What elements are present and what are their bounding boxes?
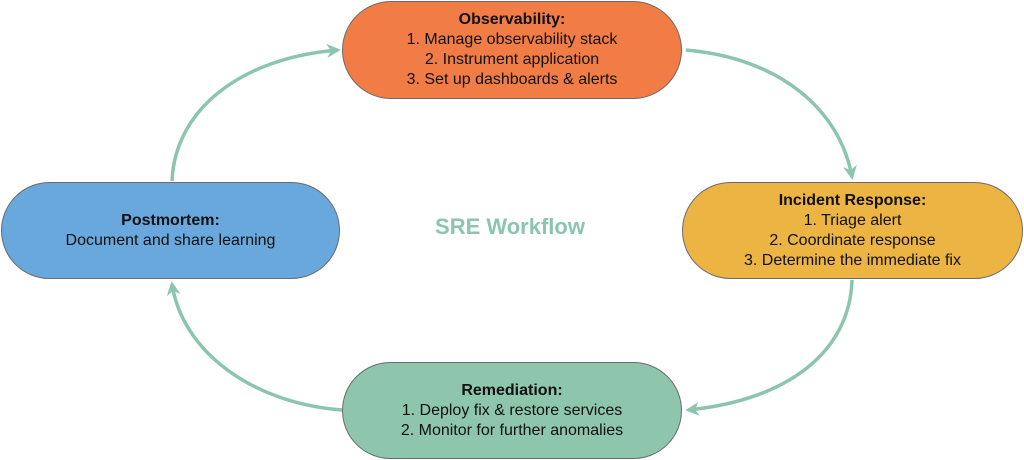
diagram-title: SRE Workflow (435, 214, 585, 239)
node-remediation[interactable]: Remediation: 1. Deploy fix & restore ser… (342, 362, 682, 459)
arrow-postmortem-to-observability (170, 43, 341, 182)
node-title: Postmortem: (121, 211, 220, 229)
node-line: 1. Manage observability stack (406, 31, 618, 48)
node-line: 2. Monitor for further anomalies (400, 421, 624, 439)
arrow-observability-to-incident-response (685, 48, 857, 180)
node-observability[interactable]: Observability: 1. Manage observability s… (342, 1, 682, 99)
node-line: 1. Deploy fix & restore services (401, 401, 623, 419)
node-line: 3. Set up dashboards & alerts (406, 71, 618, 88)
node-line: 3. Determine the immediate fix (744, 251, 961, 269)
node-line: 1. Triage alert (803, 211, 902, 229)
node-postmortem[interactable]: Postmortem: Document and share learning (1, 182, 340, 279)
node-title: Incident Response: (778, 191, 927, 209)
node-title: Remediation: (461, 381, 563, 399)
node-incident-response[interactable]: Incident Response: 1. Triage alert 2. Co… (682, 182, 1023, 279)
arrow-incident-response-to-remediation (685, 279, 854, 416)
arrow-remediation-to-postmortem (166, 281, 343, 412)
node-line: Document and share learning (65, 231, 276, 249)
node-line: 2. Instrument application (424, 51, 600, 68)
node-title: Observability: (458, 11, 566, 28)
node-line: 2. Coordinate response (769, 231, 936, 249)
